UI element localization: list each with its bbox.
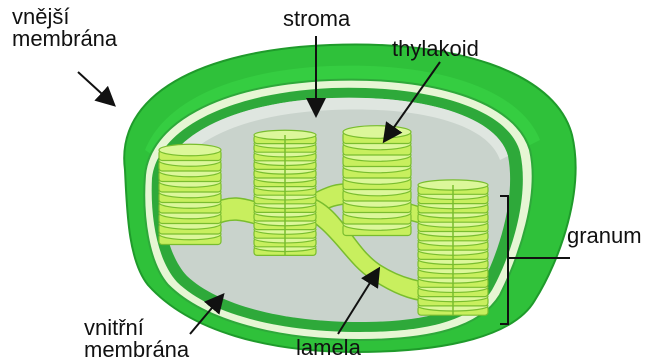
outer-membrane-arrow — [78, 72, 113, 104]
inner-membrane-label: vnitřní membrána — [84, 317, 189, 361]
granum-label: granum — [567, 225, 642, 247]
granum-stack-2 — [254, 130, 316, 255]
outer-membrane-label-line-1: vnější — [12, 6, 117, 28]
inner-membrane-label-line-1: vnitřní — [84, 317, 189, 339]
granum-stack-4 — [418, 180, 488, 315]
granum-stack-1 — [159, 144, 221, 244]
thylakoid-disc-top — [159, 144, 221, 156]
stroma-label: stroma — [283, 8, 350, 30]
inner-membrane-label-line-2: membrána — [84, 339, 189, 361]
outer-membrane-label: vnější membrána — [12, 6, 117, 50]
outer-membrane-label-line-2: membrána — [12, 28, 117, 50]
granum-stack-3 — [343, 126, 411, 236]
thylakoid-disc-top — [343, 126, 411, 139]
thylakoid-label: thylakoid — [392, 38, 479, 60]
lamella-label: lamela — [296, 337, 361, 359]
